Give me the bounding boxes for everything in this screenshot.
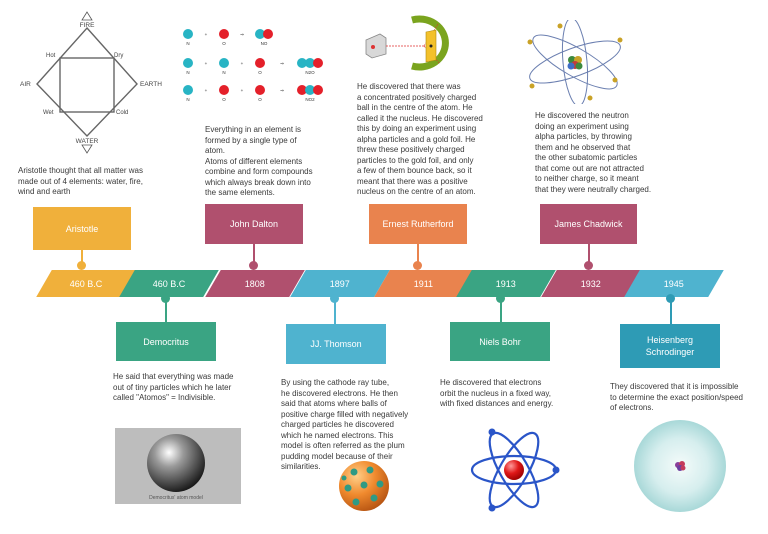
dry-label: Dry [114,53,123,59]
chadwick-name-box[interactable]: James Chadwick [540,204,637,244]
svg-text:⇒: ⇒ [280,61,284,66]
year-bohr: 1913 [456,270,556,297]
chadwick-connector-dot [584,261,593,270]
democritus-connector [165,298,167,322]
year-dalton: 1808 [205,270,305,297]
four-elements-diagram: FIRE WATER AIR EARTH Hot Dry Wet Cold [20,11,162,154]
svg-text:O: O [258,70,262,75]
plum-pudding-model-image [339,461,389,511]
bohr-name-box[interactable]: Niels Bohr [450,322,550,361]
dalton-name-box[interactable]: John Dalton [205,204,303,244]
svg-text:⇒: ⇒ [280,88,284,93]
fire-label: FIRE [80,22,95,29]
chadwick-atom-image [527,20,623,104]
svg-text:N: N [222,70,225,75]
year-thomson: 1897 [290,270,390,297]
svg-text:N: N [186,97,189,102]
rutherford-description: He discovered that there was a concentra… [357,82,483,196]
rutherford-name-box[interactable]: Ernest Rutherford [369,204,467,244]
bohr-description: He discovered that electrons orbit the n… [440,378,554,408]
democritus-atom-image: Democritus' atom model [115,428,241,504]
svg-text:O: O [222,97,226,102]
thomson-connector [334,298,336,324]
dalton-description: Everything in an element is formed by a … [205,125,313,197]
aristotle-name-box[interactable]: Aristotle [33,207,131,250]
svg-text:O: O [222,41,226,46]
heisenberg-name-box[interactable]: Heisenberg Schrodinger [620,324,720,368]
dalton-connector-dot [249,261,258,270]
democritus-image-caption: Democritus' atom model [149,495,203,501]
svg-text:+: + [241,88,244,93]
earth-label: EARTH [140,81,162,88]
wet-label: Wet [43,110,54,116]
cold-label: Cold [116,110,128,116]
electron-cloud-model-image [634,420,726,512]
rutherford-connector-dot [413,261,422,270]
svg-text:+: + [205,61,208,66]
democritus-name-box[interactable]: Democritus [116,322,216,361]
aristotle-description: Aristotle thought that all matter was ma… [18,166,143,196]
year-heisenberg: 1945 [624,270,724,297]
heisenberg-description: They discovered that it is impossible to… [610,382,743,412]
svg-text:+: + [241,61,244,66]
chadwick-connector [588,244,590,266]
dalton-connector [253,244,255,266]
democritus-description: He said that everything was made out of … [113,372,234,402]
svg-text:NO2: NO2 [305,97,315,102]
svg-text:+: + [205,32,208,37]
bohr-atom-image [470,428,560,512]
dalton-reactions-diagram: N + O ⇒ NO N + N + O ⇒ N2O N + O + O ⇒ N… [183,29,323,102]
hot-label: Hot [46,53,56,59]
svg-text:O: O [258,97,262,102]
aristotle-connector [81,250,83,266]
svg-text:⇒: ⇒ [240,32,244,37]
svg-text:N: N [186,70,189,75]
thomson-name-box[interactable]: JJ. Thomson [286,324,386,364]
rutherford-connector [417,244,419,266]
svg-text:+: + [205,88,208,93]
water-label: WATER [76,138,99,145]
year-democritus: 460 B.C [119,270,219,297]
thomson-description: By using the cathode ray tube, he discov… [281,378,409,471]
heisenberg-connector [670,298,672,324]
aristotle-connector-dot [77,261,86,270]
chadwick-description: He discovered the neutron doing an exper… [535,111,652,194]
bohr-connector [500,298,502,322]
svg-text:NO: NO [261,41,268,46]
svg-text:N2O: N2O [305,70,315,75]
gold-foil-experiment-image [365,15,449,71]
air-label: AIR [20,81,31,88]
svg-text:N: N [186,41,189,46]
